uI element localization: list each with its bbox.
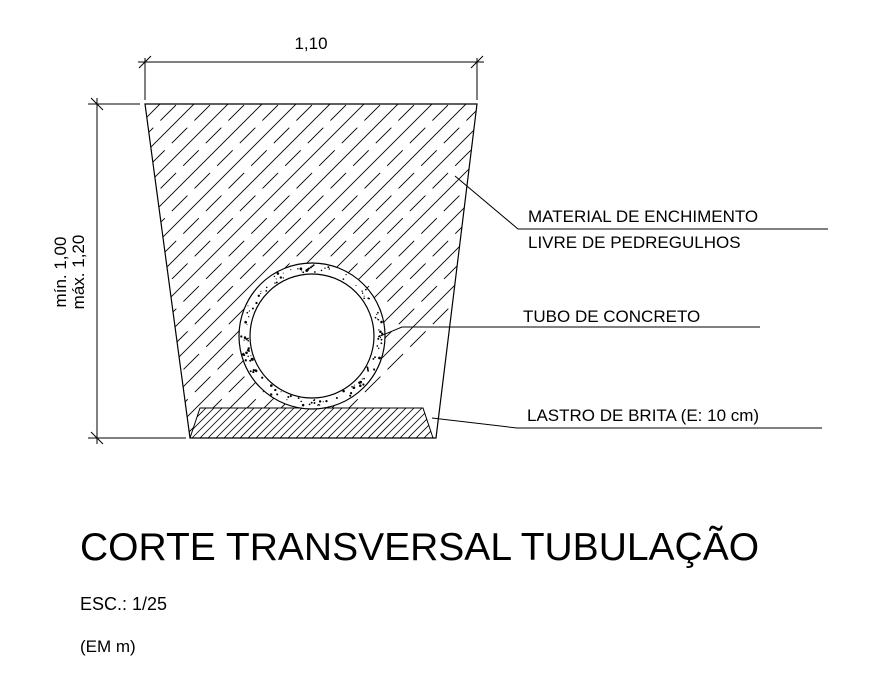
leader-lines bbox=[377, 175, 828, 429]
ballast-label: LASTRO DE BRITA (E: 10 cm) bbox=[527, 406, 759, 425]
trench-outline bbox=[144, 103, 478, 439]
pipe-leader bbox=[377, 326, 760, 338]
width-dimension bbox=[138, 55, 484, 100]
pipe-label: TUBO DE CONCRETO bbox=[523, 307, 700, 326]
drawing-units: (EM m) bbox=[80, 637, 136, 656]
height-dimension bbox=[88, 97, 186, 445]
drawing-title: CORTE TRANSVERSAL TUBULAÇÃO bbox=[80, 526, 759, 569]
concrete-pipe bbox=[238, 262, 386, 410]
height-min-label: mín. 1,00 bbox=[51, 237, 70, 308]
fill-material-label-line2: LIVRE DE PEDREGULHOS bbox=[528, 233, 741, 252]
drawing-scale: ESC.: 1/25 bbox=[80, 594, 167, 614]
width-dimension-label: 1,10 bbox=[294, 34, 327, 53]
ballast-layer bbox=[189, 407, 434, 439]
height-max-label: máx. 1,20 bbox=[69, 235, 88, 310]
fill-material-label-line1: MATERIAL DE ENCHIMENTO bbox=[528, 207, 758, 226]
ballast-leader bbox=[431, 417, 822, 429]
fill-leader bbox=[454, 175, 828, 230]
